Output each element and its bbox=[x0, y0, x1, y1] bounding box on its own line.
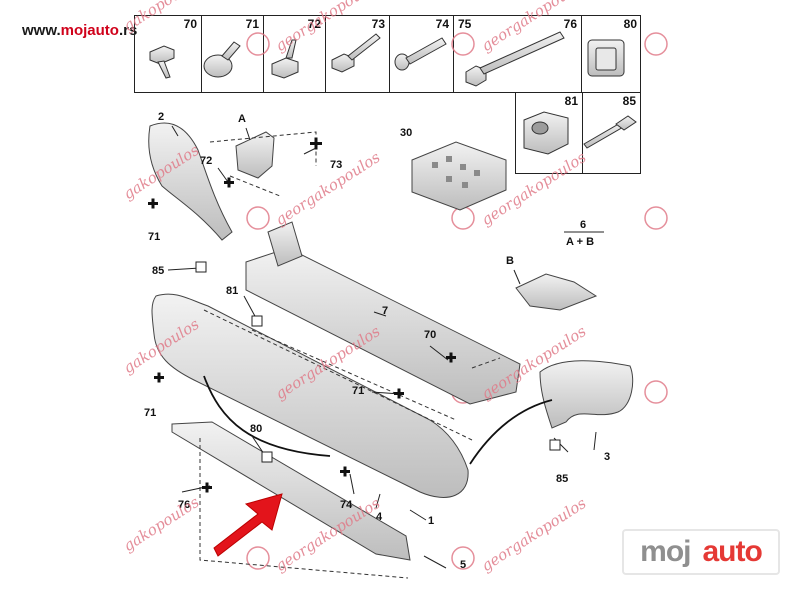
fastener-80-icon bbox=[587, 39, 625, 77]
callout-74: 74 bbox=[340, 499, 353, 511]
callout-72: 72 bbox=[200, 155, 212, 167]
left-wheel-arch-trim bbox=[148, 122, 233, 241]
fastener-72-icon bbox=[271, 39, 299, 79]
callout-30: 30 bbox=[400, 127, 412, 139]
fastener-number: 72 bbox=[307, 17, 321, 31]
fastener-cell-85: 85 bbox=[582, 93, 640, 173]
fastener-81-icon bbox=[523, 111, 569, 155]
fastener-number: 70 bbox=[183, 17, 197, 31]
fastener-catalog-bottom: 81 85 bbox=[515, 92, 641, 174]
fastener-74-icon bbox=[394, 37, 447, 71]
callout-85: 85 bbox=[152, 265, 164, 277]
callout-73: 73 bbox=[330, 159, 342, 171]
fastener-71-icon bbox=[203, 41, 241, 78]
fastener-cell-71: 71 bbox=[201, 16, 263, 92]
clip-block-pins bbox=[432, 156, 480, 188]
fastener-number: 73 bbox=[371, 17, 385, 31]
bracket-b bbox=[515, 273, 598, 311]
callout-3: 3 bbox=[604, 451, 610, 463]
callout-b: B bbox=[506, 255, 514, 267]
reinforcement-bracket-left bbox=[267, 221, 303, 267]
callout-71: 71 bbox=[148, 231, 160, 243]
fastener-number: 71 bbox=[245, 17, 259, 31]
clip-block-30 bbox=[411, 141, 507, 211]
callout-70: 70 bbox=[424, 329, 436, 341]
fastener-number: 81 bbox=[564, 94, 578, 108]
callout-81: 81 bbox=[226, 285, 238, 297]
fastener-number: 80 bbox=[623, 17, 637, 31]
callout-a: A bbox=[238, 113, 246, 125]
fastener-number: 74 bbox=[435, 17, 449, 31]
callout-5: 5 bbox=[460, 559, 466, 571]
callout-80: 80 bbox=[250, 423, 262, 435]
callout-2: 2 bbox=[158, 111, 164, 123]
red-indicator-arrow bbox=[213, 493, 283, 557]
site-url[interactable]: www.mojauto.rs bbox=[22, 22, 138, 39]
fastener-cell-75-76: 75 76 bbox=[453, 16, 581, 92]
fastener-number: 85 bbox=[622, 94, 636, 108]
callout-4: 4 bbox=[376, 511, 383, 523]
mojauto-logo: moj auto bbox=[622, 529, 780, 575]
callout-85-right: 85 bbox=[556, 473, 568, 485]
fastener-70-icon bbox=[149, 45, 175, 79]
callout-76: 76 bbox=[178, 499, 190, 511]
callout-a-plus-b: A + B bbox=[566, 236, 594, 248]
fastener-cell-81: 81 bbox=[516, 93, 582, 173]
callout-7: 7 bbox=[382, 305, 388, 317]
fastener-cell-73: 73 bbox=[325, 16, 389, 92]
rear-bumper-cover-1 bbox=[151, 293, 469, 498]
callout-1: 1 bbox=[428, 515, 434, 527]
fastener-markers bbox=[195, 261, 561, 463]
assembly-dashed-lines bbox=[199, 131, 501, 579]
fastener-number: 75 bbox=[458, 17, 472, 31]
callout-71-left: 71 bbox=[144, 407, 156, 419]
callout-6: 6 bbox=[580, 219, 586, 231]
fastener-73-icon bbox=[331, 33, 381, 73]
fastener-85-icon bbox=[583, 115, 637, 149]
fastener-75-76-icon bbox=[465, 31, 565, 87]
fastener-cell-70: 70 bbox=[135, 16, 201, 92]
fastener-number: 76 bbox=[563, 17, 577, 31]
bracket-a bbox=[235, 131, 275, 179]
right-bumper-corner-3 bbox=[539, 360, 634, 429]
logo-part-auto: auto bbox=[702, 535, 763, 568]
assembly-curves bbox=[203, 375, 553, 465]
callout-71-mid: 71 bbox=[352, 385, 364, 397]
fastener-cell-80: 80 bbox=[581, 16, 641, 92]
fastener-cell-74: 74 bbox=[389, 16, 453, 92]
plus-markers bbox=[148, 137, 456, 493]
lower-diffuser-5 bbox=[171, 421, 411, 561]
logo-part-moj: moj bbox=[640, 535, 691, 568]
